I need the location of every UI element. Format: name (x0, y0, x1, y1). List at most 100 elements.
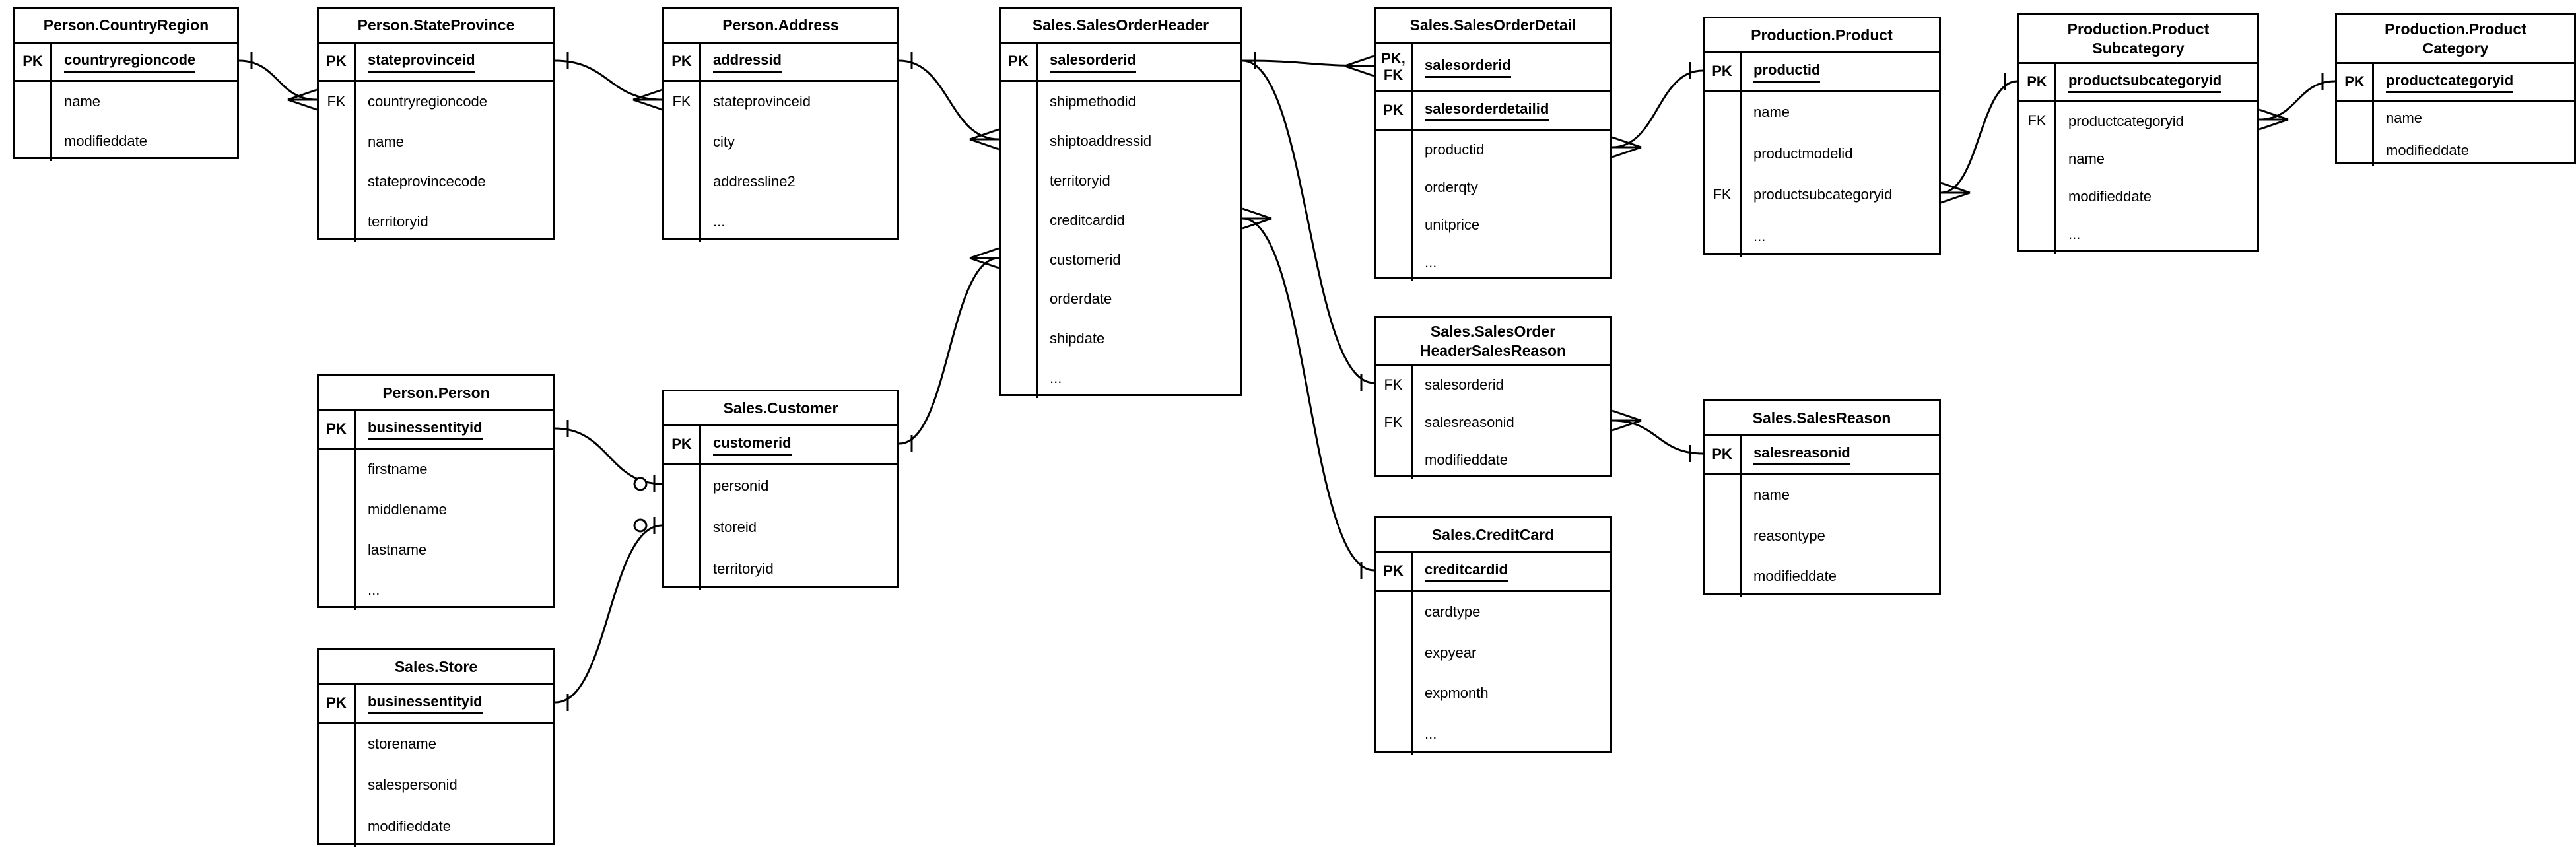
attribute-row: addressline2 (664, 162, 897, 202)
field-name: firstname (368, 461, 428, 478)
field-name: salesorderid (1425, 376, 1504, 393)
relationship-line-salesorderheader-headersalesreason (1242, 59, 1374, 384)
attribute-row: territoryid (1001, 160, 1240, 201)
field-name: personid (713, 477, 769, 494)
attribute-row: firstname (319, 450, 553, 490)
pk-label: PK (1376, 92, 1413, 129)
table-title-line: Sales.SalesOrderDetail (1409, 16, 1576, 34)
field-name: countryregioncode (368, 93, 488, 110)
empty-gutter (319, 489, 356, 530)
cardinality-many-crow-foot (287, 88, 318, 111)
primary-key-field: salesorderid (1425, 57, 1511, 78)
field-name: creditcardid (1050, 211, 1125, 228)
cardinality-many-crow-foot (969, 128, 1000, 151)
key-label-line: PK (1712, 63, 1732, 80)
primary-key-field: businessentityid (368, 693, 483, 714)
pk-label: PK (319, 685, 356, 722)
field-name: stateprovincecode (368, 173, 486, 190)
field-name: ... (1753, 227, 1766, 244)
attribute-row: creditcardid (1001, 200, 1240, 240)
attribute-row: ... (319, 570, 553, 610)
relationship-line-address-salesorderheader (898, 59, 1000, 141)
field-name: shiptoaddressid (1050, 132, 1152, 149)
field-name: name (2068, 150, 2105, 167)
attribute-row: stateprovincecode (319, 162, 553, 202)
fk-label-text: FK (327, 92, 346, 110)
cardinality-many-crow-foot (1242, 207, 1272, 230)
field-name: storename (368, 735, 436, 753)
table-title-line: Sales.Store (394, 658, 478, 675)
table-title-line: Sales.SalesOrder (1430, 323, 1556, 341)
table-title: Sales.Store (319, 650, 553, 685)
attribute-row: modifieddate (319, 805, 553, 847)
table-title-line: HeaderSalesReason (1419, 341, 1567, 359)
attribute-row: city (664, 121, 897, 162)
attribute-row: reasontype (1705, 515, 1939, 557)
key-label-line: PK (1383, 102, 1404, 119)
empty-gutter (319, 805, 356, 847)
attribute-row: expyear (1376, 632, 1610, 673)
field-name: cardtype (1425, 603, 1481, 620)
empty-gutter (319, 201, 356, 242)
field-name: city (713, 133, 735, 150)
empty-gutter (2019, 140, 2056, 178)
field-name: expmonth (1425, 685, 1489, 702)
fk-label-text: FK (1384, 413, 1403, 430)
attribute-row: name (1705, 92, 1939, 133)
table-title: Production.Product (1705, 18, 1939, 53)
field-name: productcategoryid (2068, 112, 2184, 129)
empty-gutter (1376, 714, 1413, 755)
table-title-line: Person.StateProvince (357, 16, 515, 34)
attribute-row: storename (319, 724, 553, 765)
field-name: name (64, 93, 101, 110)
field-name: ... (2068, 226, 2081, 243)
fk-label: FK (1376, 403, 1413, 442)
field-name: orderqty (1425, 178, 1478, 195)
table-title: Person.Person (319, 376, 553, 411)
table-title: Sales.SalesReason (1705, 401, 1939, 436)
empty-gutter (1376, 592, 1413, 632)
attribute-row: FK countryregioncode (319, 82, 553, 122)
attribute-row: name (1705, 475, 1939, 516)
primary-key-field: productid (1753, 61, 1821, 83)
key-row: PK businessentityid (319, 685, 553, 724)
field-name: territoryid (1050, 172, 1110, 189)
attribute-row: orderdate (1001, 279, 1240, 320)
table-title: Person.StateProvince (319, 9, 553, 44)
empty-gutter (1376, 168, 1413, 206)
field-name: productmodelid (1753, 145, 1853, 162)
attribute-row: territoryid (319, 201, 553, 242)
table-title: Sales.Customer (664, 391, 897, 426)
field-name: middlename (368, 501, 447, 518)
attribute-row: ... (1001, 358, 1240, 399)
empty-gutter (1376, 131, 1413, 168)
field-name: modifieddate (368, 817, 451, 834)
empty-gutter (1001, 240, 1038, 280)
empty-gutter (319, 570, 356, 610)
empty-gutter (1376, 632, 1413, 673)
